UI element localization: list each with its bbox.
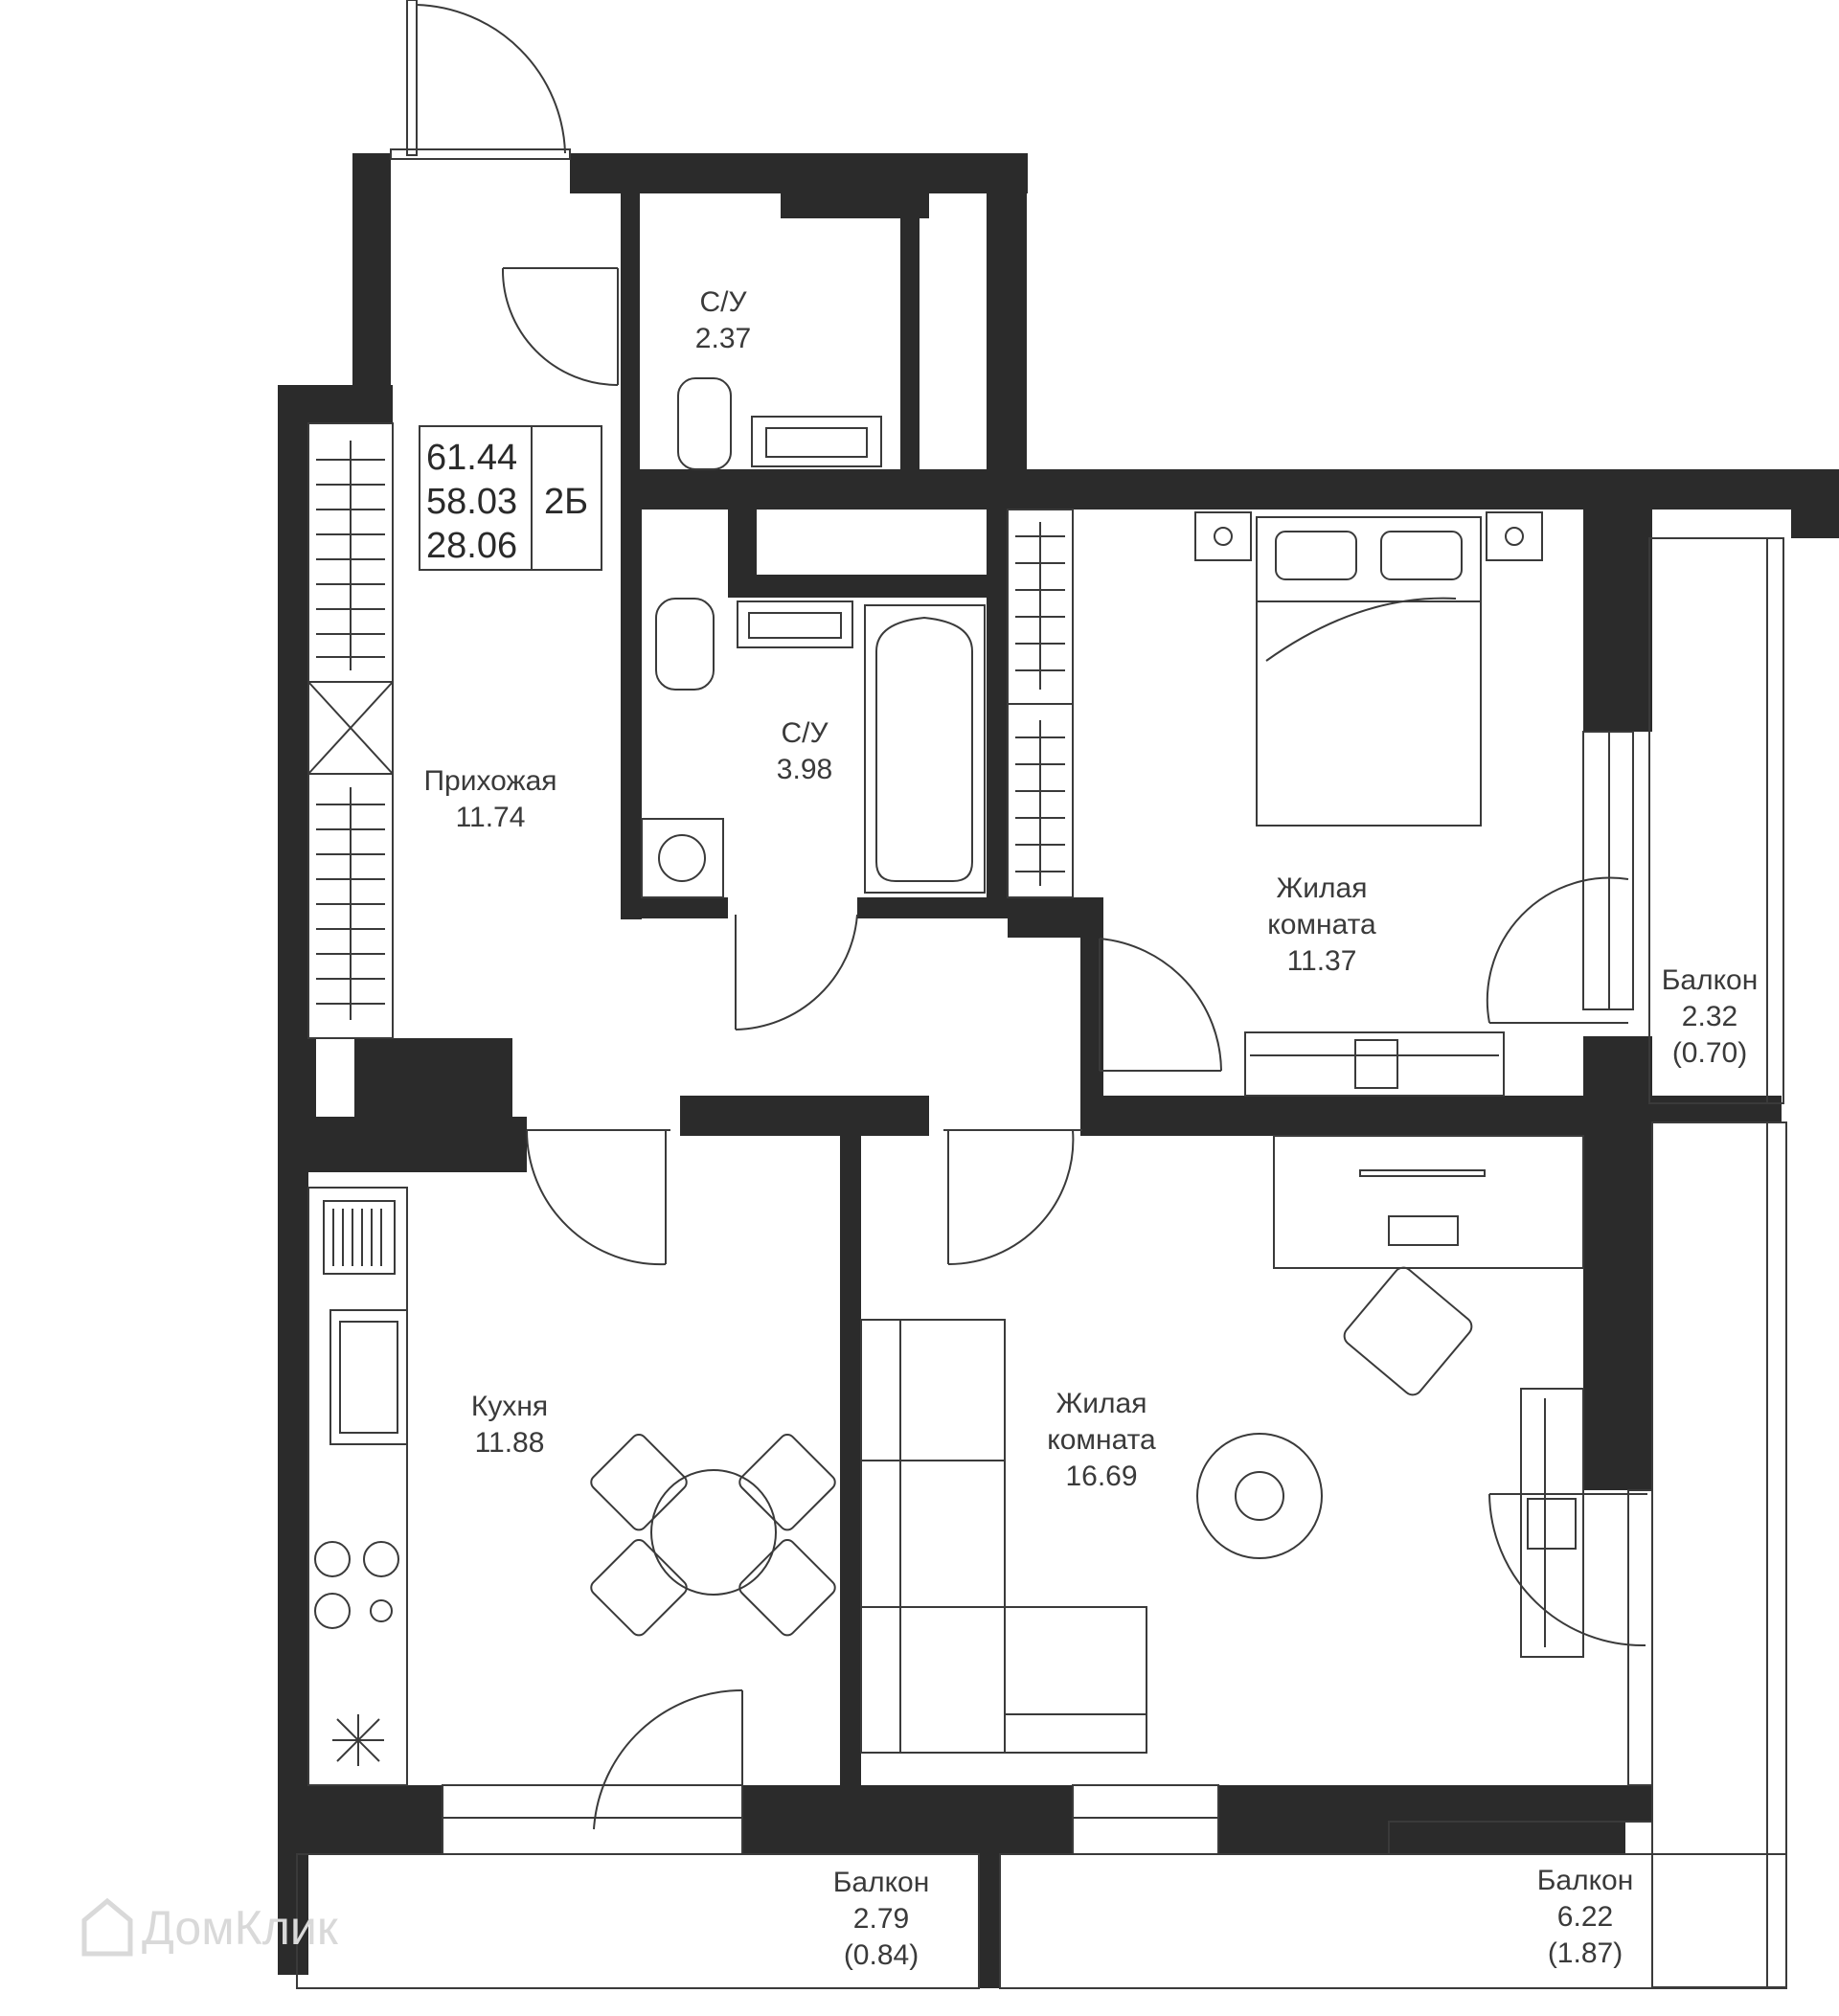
balcony-living-reduced: (1.87): [1548, 1937, 1623, 1969]
watermark-text: ДомКлик: [142, 1901, 339, 1955]
living-room-name-2: комната: [1047, 1424, 1156, 1456]
room-labels: С/У 2.37 С/У 3.98 Прихожая 11.74 Жилая к…: [423, 286, 1758, 1971]
bedroom-area: 11.37: [1287, 945, 1357, 977]
bathroom-small-name: С/У: [699, 286, 747, 318]
lamp-right-icon: [1505, 527, 1524, 546]
summary-box: 61.44 58.03 28.06 2Б: [419, 425, 602, 571]
extractor-icon: [332, 1714, 384, 1766]
living-area-label: 28.06: [426, 526, 517, 566]
bedroom-name-1: Жилая: [1277, 872, 1368, 904]
washing-machine-icon: [641, 818, 724, 898]
bathroom-large-name: С/У: [781, 717, 829, 749]
living-total-label: 58.03: [426, 482, 517, 522]
partitions: [296, 0, 1787, 1989]
balcony-kitchen-name: Балкон: [833, 1867, 930, 1898]
bathtub-icon: [864, 604, 986, 894]
balcony-right-area: 2.32: [1682, 1001, 1737, 1032]
apartment-type-label: 2Б: [544, 482, 588, 522]
balcony-living-area: 6.22: [1557, 1901, 1613, 1933]
furniture: [314, 377, 1584, 1766]
hallway-name: Прихожая: [423, 765, 556, 797]
sofa-icon: [860, 1319, 1006, 1754]
tv-stand-icon: [1520, 1388, 1584, 1658]
hallway-area: 11.74: [456, 802, 526, 833]
lamp-left-icon: [1214, 527, 1233, 546]
wardrobe-hangers-icon: [316, 441, 385, 1020]
living-room-name-1: Жилая: [1056, 1388, 1147, 1419]
watermark: ДомКлик: [81, 1897, 339, 1957]
balcony-right-reduced: (0.70): [1672, 1037, 1747, 1069]
desk-living-icon: [1273, 1135, 1584, 1269]
rug-icon: [1196, 1433, 1323, 1559]
kitchen-name: Кухня: [471, 1391, 548, 1422]
doors: [416, 4, 1647, 1830]
bathroom-small-area: 2.37: [695, 323, 751, 354]
chair-icon: [1343, 1266, 1473, 1396]
kitchen-area: 11.88: [475, 1427, 545, 1459]
total-area-label: 61.44: [426, 438, 517, 478]
kitchen-sink-icon: [329, 1309, 408, 1445]
sink-large-icon: [737, 600, 853, 648]
bathroom-large-area: 3.98: [777, 754, 832, 785]
radiator-icon: [323, 1200, 396, 1275]
toilet-small-icon: [677, 377, 732, 470]
bed-icon: [1256, 516, 1482, 827]
balcony-living-name: Балкон: [1537, 1865, 1634, 1896]
dining-table-icon: [590, 1433, 836, 1637]
sink-small-icon: [751, 416, 882, 467]
bedroom-name-2: комната: [1267, 909, 1376, 940]
walls: [278, 153, 1839, 1988]
balcony-kitchen-reduced: (0.84): [844, 1939, 919, 1971]
living-room-area: 16.69: [1065, 1461, 1137, 1492]
stove-icon: [314, 1541, 399, 1629]
balcony-right-name: Балкон: [1662, 964, 1759, 996]
wardrobe-hangers-bedroom-icon: [1015, 522, 1065, 886]
balcony-kitchen-area: 2.79: [853, 1903, 909, 1935]
toilet-large-icon: [655, 598, 715, 691]
house-logo-icon: [81, 1897, 133, 1957]
desk-bedroom-icon: [1244, 1031, 1505, 1097]
